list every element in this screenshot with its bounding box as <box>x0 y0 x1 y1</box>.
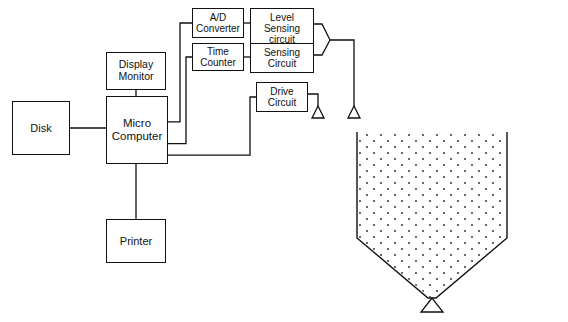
box-label: Sensing Circuit <box>253 47 311 69</box>
box-label: Level Sensing circuit <box>253 12 311 45</box>
connector <box>168 57 192 144</box>
connector <box>168 97 256 155</box>
box-label: Printer <box>120 235 152 247</box>
connector <box>135 164 136 219</box>
computer-box: Micro Computer <box>106 96 168 164</box>
connector <box>70 127 106 128</box>
box-label: Drive Circuit <box>259 86 305 108</box>
monitor-box: Display Monitor <box>106 52 166 90</box>
sensor-symbol <box>312 106 360 118</box>
box-label: Micro Computer <box>109 117 165 142</box>
box-label: Time Counter <box>195 46 241 68</box>
printer-box: Printer <box>106 219 166 263</box>
box-label: A/D Converter <box>195 12 241 34</box>
disk-box: Disk <box>12 101 70 155</box>
circuit-box: Drive Circuit <box>256 82 308 112</box>
converter-box: A/D Converter <box>192 8 244 38</box>
hopper <box>357 132 507 312</box>
box-label: Display Monitor <box>109 59 163 82</box>
sensor-wires <box>308 24 354 106</box>
circuit-box: Sensing Circuit <box>250 43 314 73</box>
connector <box>168 23 192 122</box>
counter-box: Time Counter <box>192 43 244 71</box>
box-label: Disk <box>30 122 51 134</box>
